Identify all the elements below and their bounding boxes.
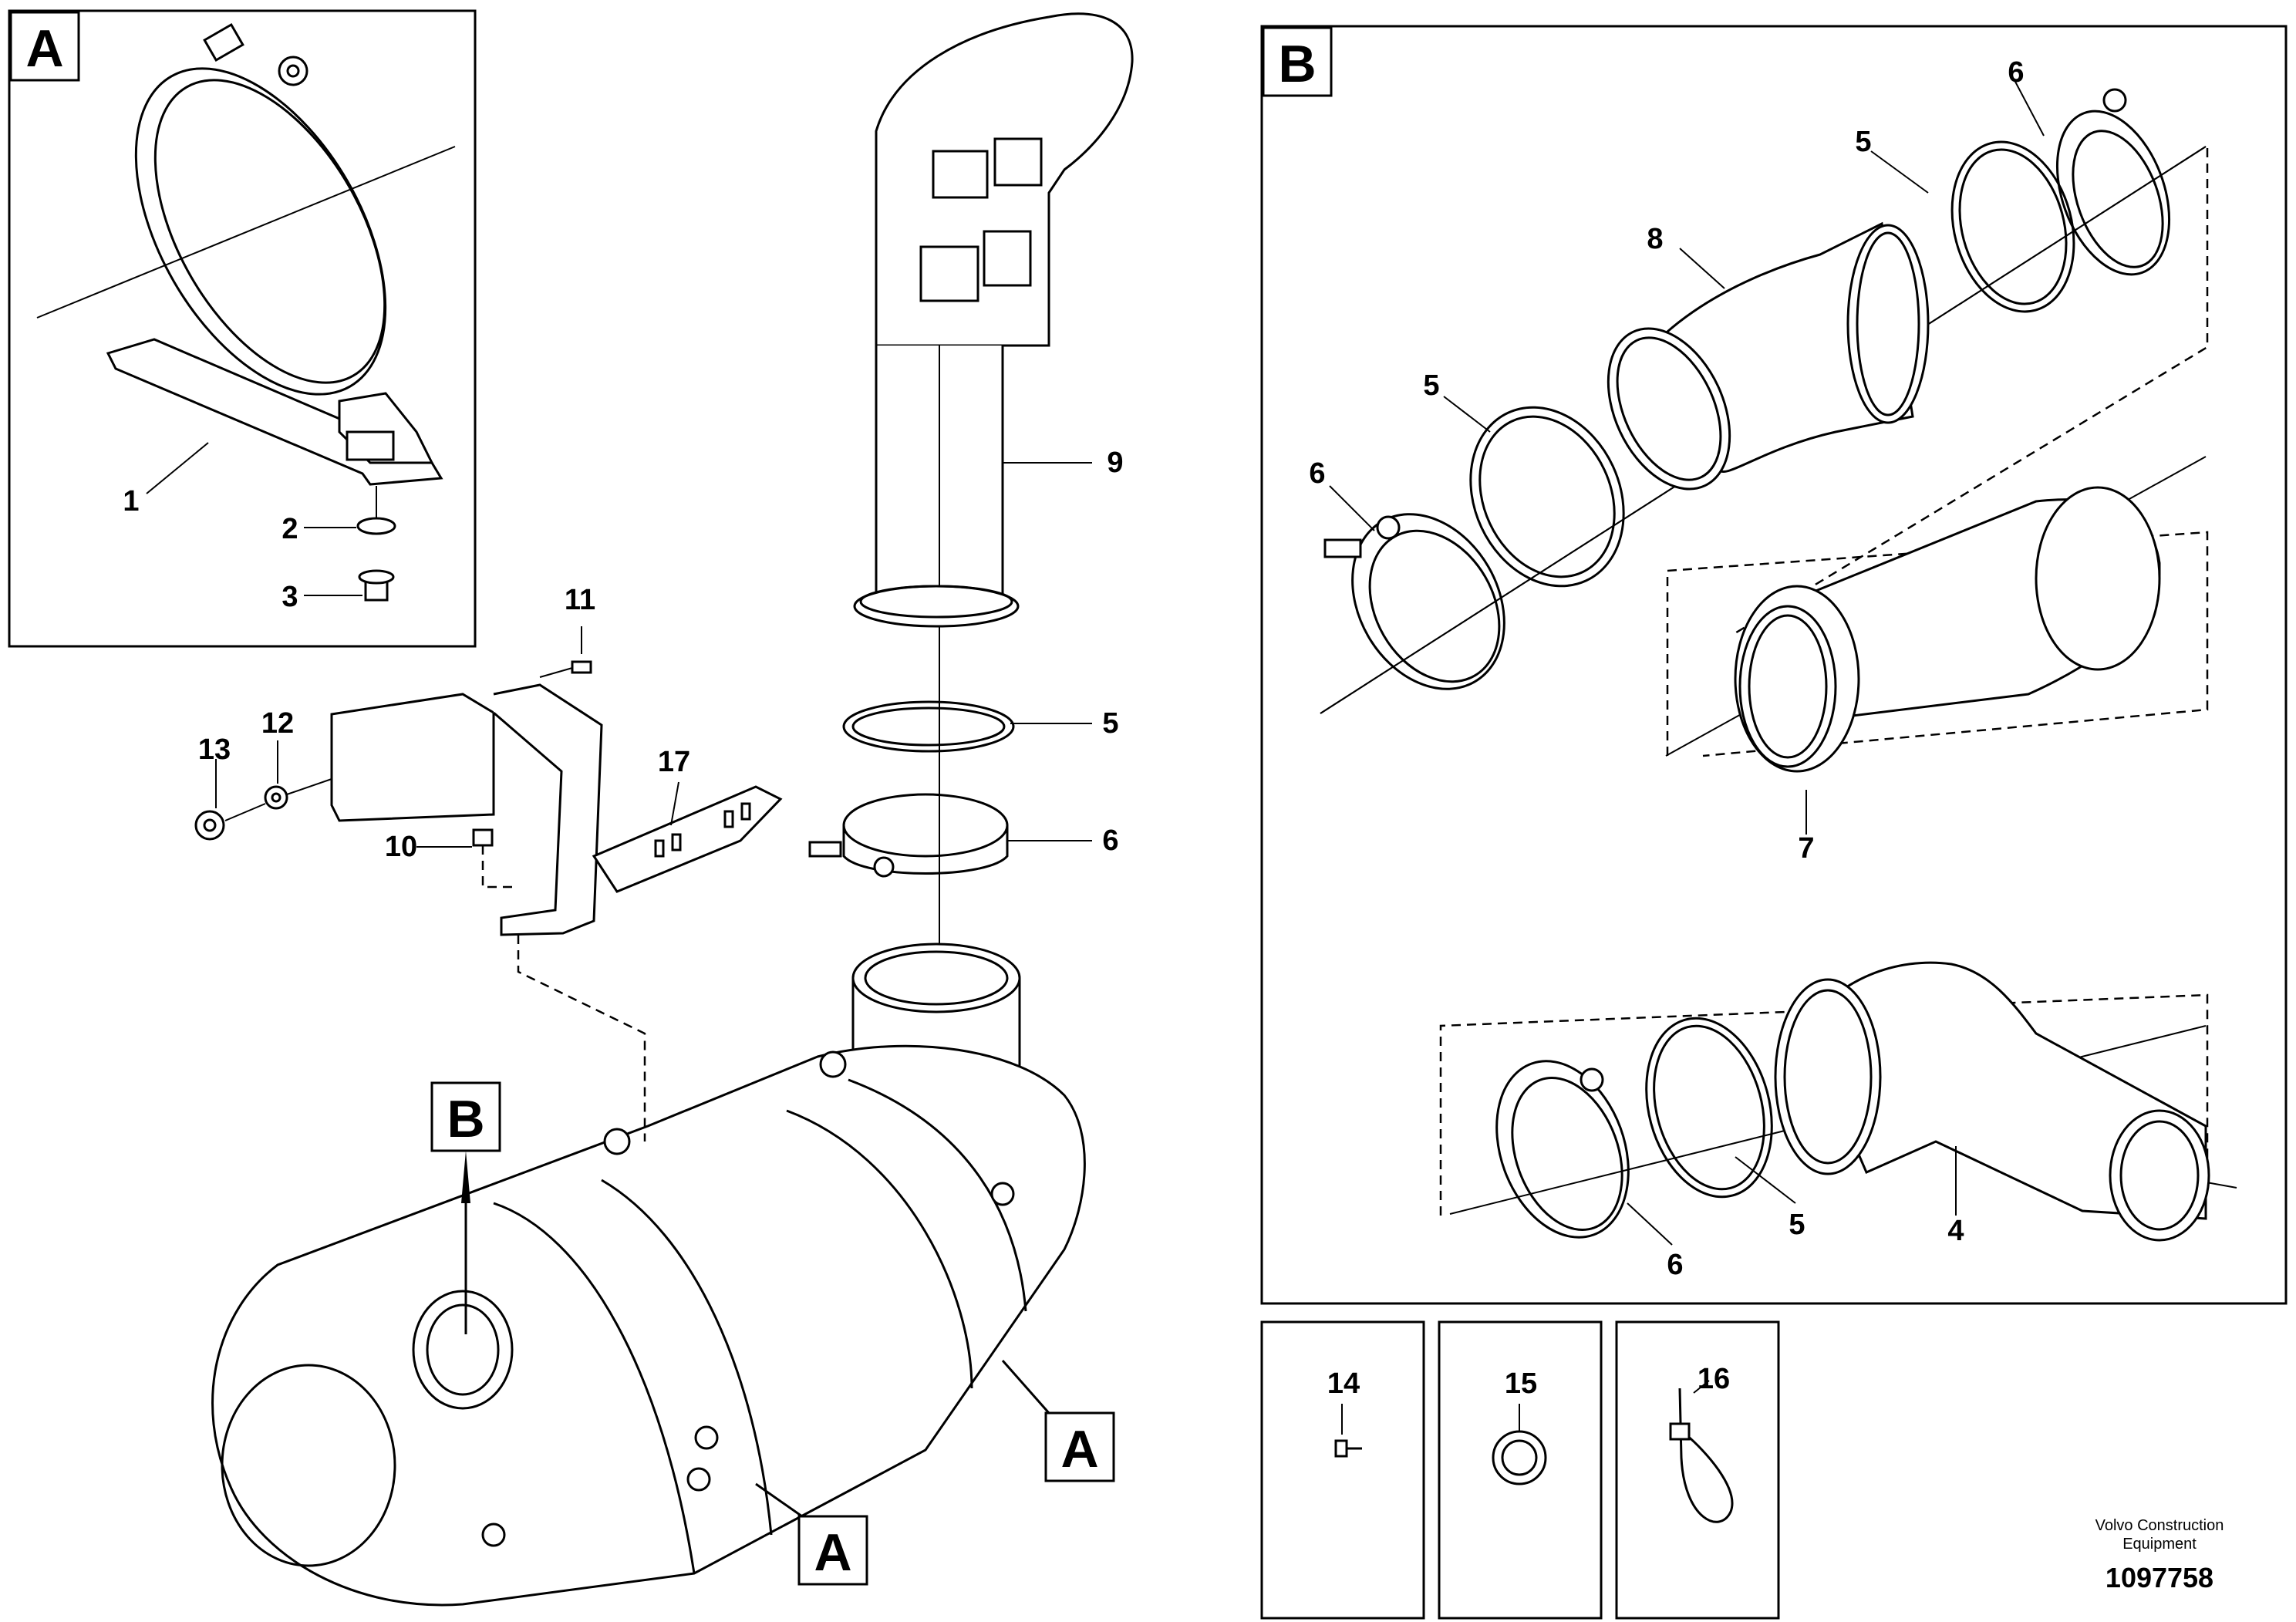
- detail-ref-a-right-letter: A: [1060, 1420, 1098, 1479]
- callout-11: 11: [565, 584, 595, 616]
- callout-6-b-left: 6: [1309, 457, 1325, 490]
- callout-3: 3: [282, 581, 298, 613]
- callout-12: 12: [261, 707, 294, 740]
- callout-5-b-mid: 5: [1423, 369, 1439, 402]
- flex-pipe-illustration: [1734, 486, 2161, 773]
- brand-line-2: Equipment: [2122, 1536, 2197, 1553]
- callout-6-main: 6: [1102, 824, 1118, 857]
- callout-5-b-top: 5: [1855, 126, 1871, 158]
- callout-9: 9: [1107, 447, 1123, 479]
- clamp-band-illustration: [134, 22, 387, 396]
- v-band-clamp-illustration-bottom: [1495, 1060, 1630, 1239]
- drawing-footer: Volvo Construction Equipment 1097758: [2095, 1517, 2224, 1593]
- detail-ref-a-right: A: [1001, 1360, 1115, 1482]
- bolt-icon: [358, 569, 395, 602]
- callout-6-b-top: 6: [2008, 56, 2024, 89]
- callout-1: 1: [123, 485, 139, 518]
- callout-13: 13: [198, 733, 231, 766]
- detail-b-panel: B: [1260, 25, 2288, 1305]
- v-band-clamp-illustration: [2055, 88, 2171, 276]
- washer-icon-12: [264, 785, 288, 810]
- grommet-icon: [1492, 1430, 1547, 1485]
- bolt-icon-10: [472, 828, 494, 847]
- detail-ref-a-bottom-letter: A: [814, 1523, 851, 1582]
- callout-8: 8: [1647, 223, 1663, 255]
- callout-7: 7: [1798, 832, 1814, 865]
- elbow-pipe-illustration-bottom: [1774, 961, 2210, 1242]
- drawing-number: 1097758: [2106, 1562, 2213, 1593]
- callout-4: 4: [1947, 1215, 1964, 1247]
- nut-icon-13: [194, 810, 225, 841]
- detail-a-panel: A 1 2 3: [8, 9, 477, 648]
- detail-b-box-letter: B: [1278, 35, 1316, 93]
- callout-10: 10: [385, 831, 417, 863]
- cable-tie-icon: [1669, 1388, 1734, 1523]
- exhaust-stack-illustration: [853, 12, 1134, 969]
- part-box-16: 16: [1615, 1320, 1780, 1620]
- callout-2: 2: [282, 513, 298, 545]
- screw-icon: [1334, 1439, 1362, 1458]
- detail-ref-a-bottom: A: [755, 1482, 868, 1586]
- heat-shield-bracket-illustration: [330, 683, 783, 936]
- elbow-pipe-illustration: [1607, 221, 1930, 491]
- washer-icon: [356, 517, 396, 535]
- part-box-15: 15: [1438, 1320, 1603, 1620]
- detail-a-box-letter: A: [25, 19, 63, 78]
- v-band-clamp-illustration-left: [1323, 513, 1505, 690]
- callout-5-main: 5: [1102, 707, 1118, 740]
- callout-17: 17: [658, 746, 690, 778]
- callout-6-b-bot: 6: [1667, 1249, 1683, 1281]
- main-exhaust-assembly: 9 5 6: [194, 12, 1134, 1607]
- callout-14: 14: [1327, 1367, 1360, 1400]
- brand-line-1: Volvo Construction: [2095, 1517, 2224, 1534]
- callout-5-b-bot: 5: [1789, 1209, 1805, 1241]
- detail-ref-b: B: [430, 1081, 501, 1334]
- callout-15: 15: [1505, 1367, 1537, 1400]
- v-band-clamp-main: [808, 793, 1009, 878]
- mounting-bracket-illustration: [106, 338, 443, 486]
- bolt-icon-11: [539, 660, 592, 678]
- detail-ref-b-letter: B: [447, 1090, 484, 1148]
- part-box-14: 14: [1260, 1320, 1425, 1620]
- muffler-body-illustration: [211, 1044, 1086, 1607]
- callout-16: 16: [1698, 1363, 1730, 1395]
